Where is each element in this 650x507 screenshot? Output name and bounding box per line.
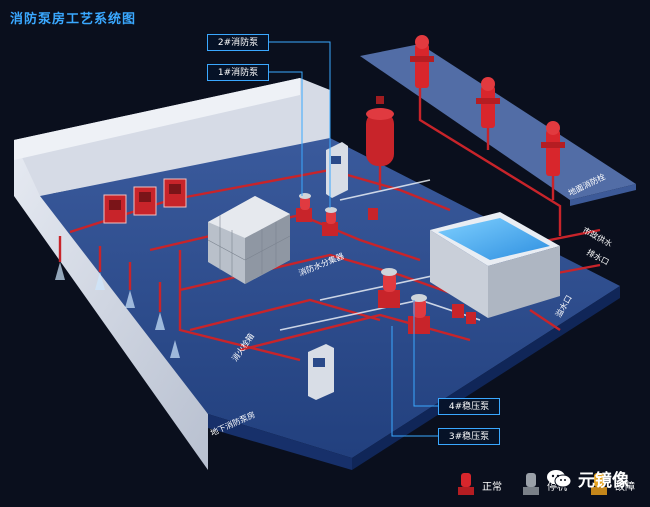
label-drain-outlet-right: 排水口	[585, 247, 611, 267]
hydrant-3	[541, 121, 565, 176]
pump-stopped-icon	[523, 473, 539, 495]
callout-pump-1: 1#消防泵	[207, 64, 269, 81]
pressure-tank	[366, 96, 394, 166]
steel-water-tank	[207, 196, 291, 284]
legend-label-fault: 故障	[615, 481, 635, 493]
brand-name: 元镜像	[578, 471, 629, 491]
legend-stopped: 停机	[520, 470, 567, 500]
control-cabinet-front	[308, 344, 334, 400]
pump-fault-icon	[591, 473, 607, 495]
back-wall-top	[14, 78, 300, 160]
legend-label-stopped: 停机	[547, 481, 567, 493]
floor-right-edge	[352, 286, 620, 470]
legend-normal: 正常	[455, 470, 502, 500]
fire-pump-2	[322, 207, 338, 236]
hydrant-1	[410, 35, 434, 88]
control-cabinet-back	[326, 142, 348, 198]
callout-leader-lines	[269, 41, 438, 437]
callout-boost-4: 4#稳压泵	[438, 398, 500, 415]
brand-watermark: 元镜像	[546, 466, 629, 491]
callout-pump-2: 2#消防泵	[207, 34, 269, 51]
wechat-icon	[547, 469, 572, 487]
pump-normal-icon	[458, 473, 474, 495]
water-pool	[430, 212, 560, 318]
valve-group	[368, 208, 476, 324]
page-title: 消防泵房工艺系统图	[10, 12, 137, 27]
booster-pump-4	[378, 268, 400, 308]
fire-alarm-cabinets	[103, 178, 187, 224]
ground-slab-edge	[570, 184, 636, 206]
sprinkler-sprays	[55, 262, 180, 358]
label-municipal-water: 市政供水	[581, 225, 614, 249]
back-wall	[14, 78, 330, 196]
legend-label-normal: 正常	[482, 481, 502, 493]
legend-fault: 故障	[588, 470, 635, 500]
floor-front-edge	[208, 414, 352, 470]
callout-boost-3: 3#稳压泵	[438, 428, 500, 445]
hydrant-2	[476, 77, 500, 128]
